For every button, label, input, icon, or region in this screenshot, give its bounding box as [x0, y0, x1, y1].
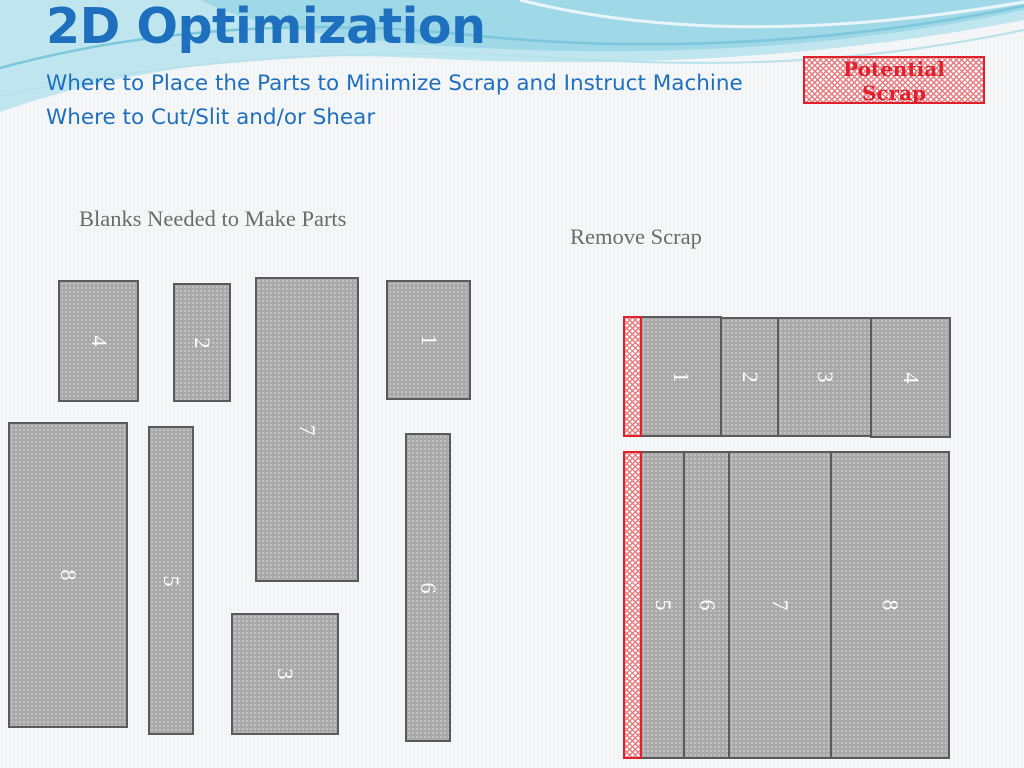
nested-part-1: 1 [640, 316, 722, 437]
part-label: 5 [650, 599, 676, 611]
nested-part-6: 6 [683, 451, 730, 759]
part-label: 1 [669, 371, 694, 382]
part-label: 8 [56, 569, 81, 581]
blank-part-1: 1 [386, 280, 471, 400]
scrap-strip-bottom [623, 451, 642, 759]
part-label: 5 [159, 575, 184, 586]
scrap-strip-top [623, 316, 642, 437]
part-label: 7 [295, 424, 320, 435]
legend-label-line2: Scrap [861, 81, 927, 105]
part-label: 4 [898, 372, 924, 383]
blank-part-5: 5 [148, 426, 194, 735]
legend-label-line1: Potential [843, 57, 945, 81]
legend-label: Potential Scrap [805, 57, 983, 105]
part-label: 6 [694, 599, 720, 611]
remove-scrap-heading: Remove Scrap [570, 224, 702, 249]
nested-part-5: 5 [640, 451, 685, 759]
potential-scrap-legend: Potential Scrap [803, 56, 985, 105]
part-label: 3 [812, 371, 838, 383]
blank-part-6: 6 [405, 433, 451, 742]
part-label: 3 [273, 668, 298, 680]
blank-part-8: 8 [8, 422, 128, 728]
blank-part-3: 3 [231, 613, 339, 735]
nested-part-7: 7 [728, 451, 832, 759]
part-label: 6 [416, 582, 441, 593]
part-label: 8 [878, 599, 903, 611]
part-label: 7 [768, 599, 793, 611]
blank-part-2: 2 [173, 283, 231, 402]
blank-part-4: 4 [58, 280, 139, 402]
blanks-needed-heading: Blanks Needed to Make Parts [79, 206, 347, 231]
header-wave-decoration [0, 0, 1024, 112]
slide-title: 2D Optimization [46, 0, 486, 55]
part-label: 2 [190, 337, 215, 348]
nested-part-8: 8 [830, 451, 950, 759]
slide-subtitle: Where to Place the Parts to Minimize Scr… [46, 71, 743, 130]
nested-part-3: 3 [777, 317, 872, 437]
nested-part-4: 4 [870, 317, 951, 438]
part-label: 1 [416, 334, 442, 346]
nested-part-2: 2 [720, 317, 779, 437]
part-label: 4 [86, 335, 112, 347]
part-label: 2 [737, 371, 763, 383]
blank-part-7: 7 [255, 277, 359, 582]
